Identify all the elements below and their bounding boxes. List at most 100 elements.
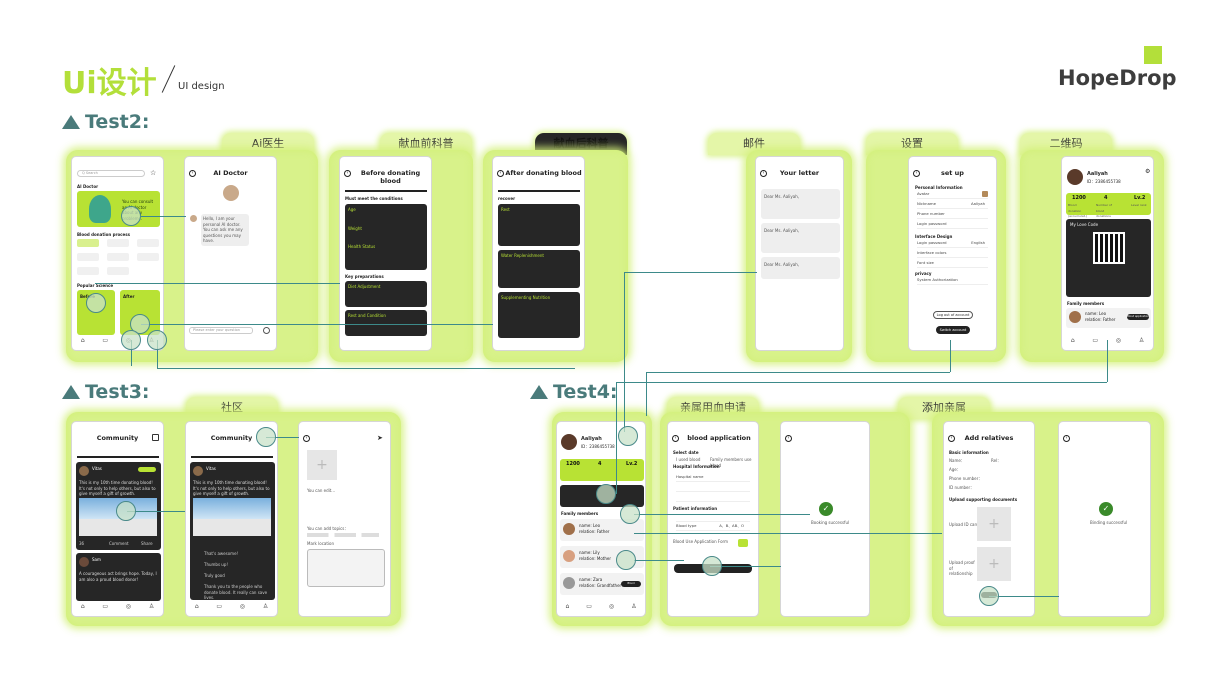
avatar-row[interactable]: Avatar (917, 191, 988, 199)
post-detail-card: Vitas This is my 10th time donating bloo… (190, 462, 275, 600)
ai-doctor-card[interactable]: You can consult an AI doctor about any p… (77, 191, 160, 227)
doctor-field[interactable] (676, 484, 750, 492)
progress-bar (345, 190, 427, 192)
globe-icon[interactable]: ◎ (608, 603, 615, 610)
edit-icon[interactable] (152, 434, 159, 441)
back-icon[interactable]: ‹ (948, 435, 955, 442)
home-icon[interactable]: ⌂ (80, 603, 85, 610)
avatar (561, 434, 577, 450)
back-icon[interactable]: ‹ (497, 170, 504, 177)
phone-field[interactable] (676, 494, 750, 502)
back-icon[interactable]: ‹ (189, 170, 196, 177)
mail-screen: ‹ Your letter Dear Ms. Aaliyah, Dear Ms.… (755, 156, 844, 351)
rel-field[interactable]: Rel： (991, 458, 1002, 463)
switch-account-button[interactable]: Switch account (936, 326, 970, 334)
color-row[interactable]: Interface colors (917, 250, 988, 258)
back-icon[interactable]: ‹ (303, 435, 310, 442)
qr-code[interactable] (1093, 232, 1125, 264)
back-icon[interactable]: ‹ (344, 170, 351, 177)
blood-application-button[interactable]: Blood application (1127, 314, 1149, 320)
opt-self[interactable]: I used blood (676, 457, 701, 462)
book-icon[interactable]: ▭ (1092, 337, 1099, 344)
home-icon[interactable]: ⌂ (80, 337, 85, 344)
ai-section-title: AI Doctor (77, 184, 99, 189)
star-icon[interactable]: ☆ (150, 169, 157, 177)
user-icon[interactable]: ♙ (631, 603, 637, 610)
pi-title: Personal Information (915, 185, 963, 190)
user-icon[interactable]: ♙ (262, 603, 269, 610)
book-icon[interactable]: ▭ (216, 603, 223, 610)
tap-indicator (979, 586, 999, 606)
back-icon[interactable]: ‹ (1063, 435, 1070, 442)
back-icon[interactable]: ‹ (760, 170, 767, 177)
globe-icon[interactable]: ◎ (239, 603, 246, 610)
book-icon[interactable]: ▭ (102, 603, 109, 610)
letter-card[interactable]: Dear Ms. Aaliyah, (761, 189, 840, 219)
rest-card: Rest (498, 204, 580, 246)
blood-application-button[interactable]: Blood application (621, 581, 641, 591)
id-field[interactable]: ID number： (949, 485, 975, 490)
home-icon[interactable]: ⌂ (565, 603, 570, 610)
tap-indicator (121, 330, 141, 350)
success-text: Binding successful (1090, 520, 1128, 525)
tap-indicator (616, 550, 636, 570)
user-icon[interactable]: ♙ (148, 603, 155, 610)
globe-icon[interactable]: ◎ (1115, 337, 1122, 344)
phone-field[interactable]: Phone number： (949, 476, 983, 481)
send-icon[interactable] (263, 327, 270, 334)
name-field[interactable] (676, 514, 750, 522)
page-title: Ui设计 (62, 66, 157, 101)
topic-chips[interactable] (307, 533, 379, 537)
sys-row[interactable]: System Authorization (917, 277, 988, 285)
home-icon[interactable]: ⌂ (1070, 337, 1075, 344)
post-image (193, 498, 271, 536)
upload-id-button[interactable]: + (977, 507, 1011, 541)
add-image-button[interactable]: + (307, 450, 337, 480)
user-icon[interactable]: ♙ (1138, 337, 1145, 344)
mail-title: Your letter (779, 169, 820, 177)
connector (624, 272, 625, 432)
font-row[interactable]: Font size (917, 260, 988, 268)
phone-row[interactable]: Phone number (917, 211, 988, 219)
brand-logo: HopeDrop (1058, 66, 1177, 90)
water-card: Water Replenishment (498, 250, 580, 288)
connector (157, 340, 158, 368)
back-icon[interactable]: ‹ (785, 435, 792, 442)
before-screen: ‹ Before donating blood Must meet the co… (339, 156, 432, 351)
age-field[interactable]: Age： (949, 467, 961, 472)
letter-card[interactable]: Dear Ms. Aaliyah, (761, 257, 840, 279)
search-input[interactable]: Q Search (77, 170, 145, 177)
upload-form-button[interactable] (738, 539, 748, 547)
question-input[interactable]: Please enter your question (189, 327, 253, 334)
text-area[interactable] (307, 549, 385, 587)
date-label: Select date (673, 450, 699, 455)
hospital-field[interactable]: Hospital name (676, 474, 750, 482)
edit-placeholder[interactable]: You can edit... (307, 488, 336, 493)
proof-label: Upload proof of relationship (949, 560, 975, 576)
send-icon[interactable]: ➤ (377, 434, 383, 442)
progress-bar (77, 456, 159, 458)
conditions-card: Age Weight Health Status (345, 204, 427, 270)
book-icon[interactable]: ▭ (586, 603, 592, 610)
back-icon[interactable]: ‹ (672, 435, 679, 442)
name-field[interactable]: Name： (949, 458, 965, 463)
logout-button[interactable]: Log out of account (933, 311, 973, 319)
upload-proof-button[interactable]: + (977, 547, 1011, 581)
login-row[interactable]: Login password (917, 221, 988, 229)
mark-location[interactable]: Mark location (307, 541, 335, 546)
back-icon[interactable]: ‹ (913, 170, 920, 177)
ai-chat-title: AI Doctor (213, 169, 248, 177)
gear-icon[interactable]: ⚙ (1145, 168, 1151, 175)
home-icon[interactable]: ⌂ (194, 603, 199, 610)
letter-card[interactable]: Dear Ms. Aaliyah, (761, 223, 840, 253)
stats-card: 1200 4 Lv.2 (560, 459, 644, 481)
opt-family[interactable]: Family members use blood (710, 457, 752, 468)
globe-icon[interactable]: ◎ (125, 603, 132, 610)
privacy-title: privacy (915, 271, 932, 276)
follow-button[interactable] (138, 467, 156, 472)
post-card[interactable]: Sam A courageous act brings hope. Today,… (76, 553, 161, 601)
book-icon[interactable]: ▭ (102, 337, 109, 344)
